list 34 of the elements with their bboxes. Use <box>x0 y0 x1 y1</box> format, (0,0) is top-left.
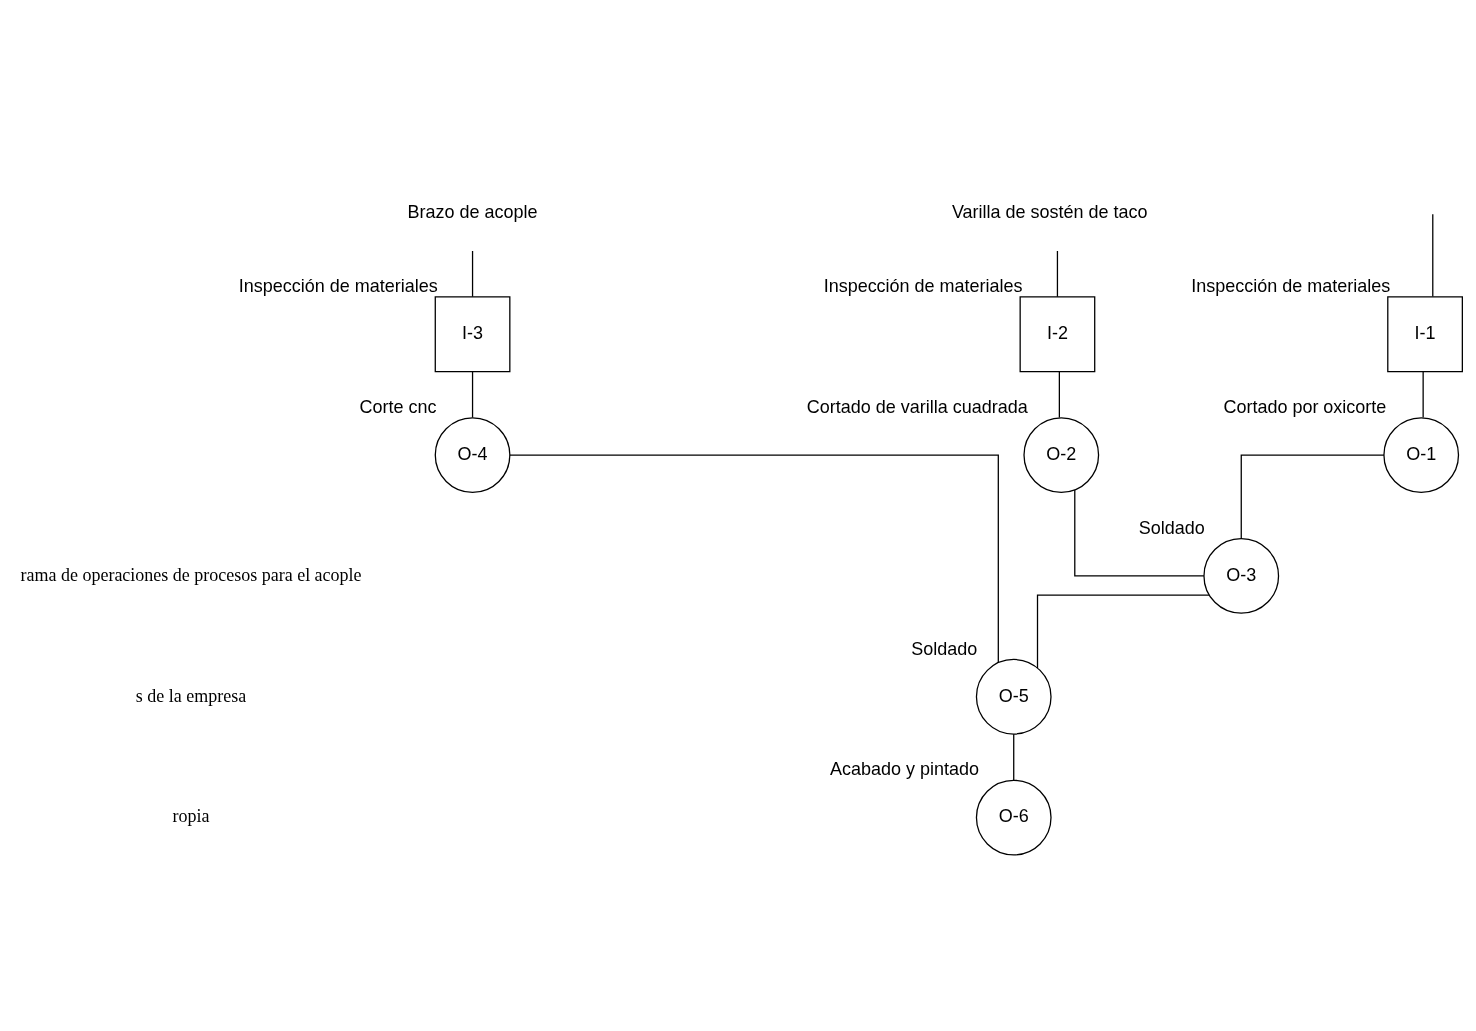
label: s de la empresa <box>135 685 247 706</box>
connector <box>1013 733 1015 781</box>
connector <box>1422 371 1424 419</box>
connector <box>471 250 474 298</box>
node-box: I-1 <box>1387 296 1463 373</box>
node-circle: O-4 <box>434 417 511 493</box>
node-label: Cortado de varilla cuadrada <box>806 396 1028 417</box>
node-label: Corte cnc <box>359 396 437 417</box>
node-label: Soldado <box>1138 517 1205 538</box>
node-box: I-3 <box>434 296 511 373</box>
node-circle: O-2 <box>1023 417 1100 493</box>
connector <box>1036 594 1210 669</box>
label: ropia <box>172 806 210 827</box>
connector <box>1240 454 1385 539</box>
connector <box>1074 489 1205 577</box>
connector <box>1432 213 1434 298</box>
node-circle: O-6 <box>975 779 1052 856</box>
node-label: Soldado <box>911 638 978 659</box>
node-circle: O-3 <box>1203 538 1280 614</box>
connector <box>1058 371 1060 419</box>
node-circle: O-5 <box>975 658 1052 735</box>
connector <box>509 454 999 664</box>
label: rama de operaciones de procesos para el acople <box>20 564 362 585</box>
node-label: Acabado y pintado <box>829 759 979 780</box>
connector <box>1056 250 1059 298</box>
node-label: Inspección de materiales <box>238 276 438 297</box>
node-label: Inspección de materiales <box>823 276 1023 297</box>
node-text: Brazo de acople <box>407 202 538 223</box>
node-label: Inspección de materiales <box>1191 276 1391 297</box>
node-box: I-2 <box>1019 296 1096 373</box>
node-circle: O-1 <box>1383 417 1460 493</box>
node-label: Cortado por oxicorte <box>1223 396 1387 417</box>
connector <box>471 371 474 419</box>
node-text: Varilla de sostén de taco <box>951 202 1148 223</box>
